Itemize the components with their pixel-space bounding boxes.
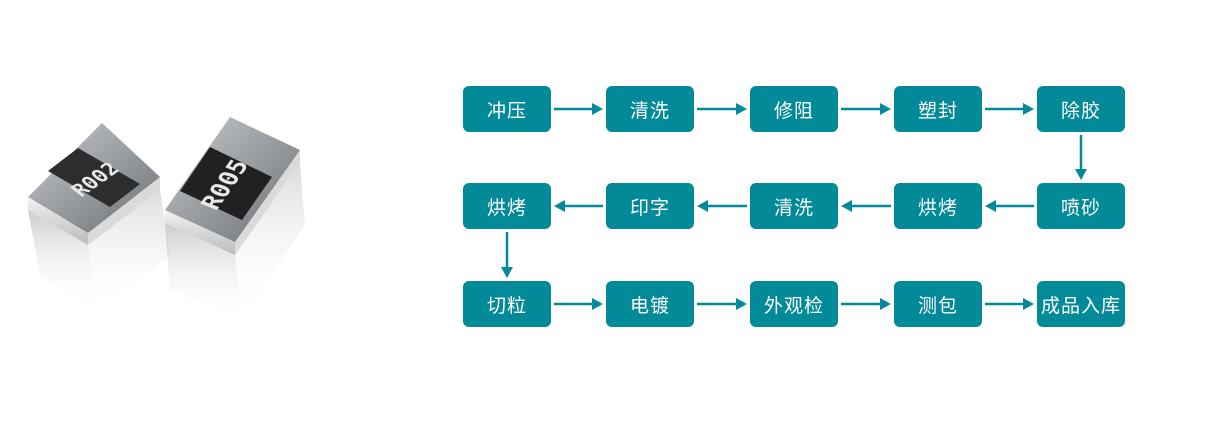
arrow-r0-0-to-1 [554,103,603,115]
arrow-r1-2-to-1 [697,200,747,212]
step-r2-c0: 切粒 [463,281,551,327]
arrow-r0-1-to-2 [697,103,747,115]
arrow-r2-1-to-2 [697,298,747,310]
step-r0-c4: 除胶 [1037,86,1125,132]
arrow-r2-0-to-1 [554,298,603,310]
step-r2-c2: 外观检 [750,281,838,327]
arrow-down-right [1075,135,1087,180]
step-r0-c3: 塑封 [894,86,982,132]
step-r2-c3: 测包 [894,281,982,327]
arrow-r2-2-to-3 [841,298,891,310]
step-r0-c1: 清洗 [606,86,694,132]
arrow-r0-3-to-4 [985,103,1034,115]
step-r2-c1: 电镀 [606,281,694,327]
step-r0-c0: 冲压 [463,86,551,132]
step-r0-c2: 修阻 [750,86,838,132]
step-r1-c3: 烘烤 [894,183,982,229]
step-r2-c4: 成品入库 [1037,281,1125,327]
arrow-down-left [501,232,513,278]
arrow-r2-3-to-4 [985,298,1034,310]
step-r1-c4: 喷砂 [1037,183,1125,229]
resistor-chip-right: R005 [165,117,305,320]
resistor-chips-photo: R002 R005 [28,117,305,320]
arrow-r1-4-to-3 [985,200,1034,212]
arrow-r1-3-to-2 [841,200,891,212]
step-r1-c0: 烘烤 [463,183,551,229]
step-r1-c1: 印字 [606,183,694,229]
step-r1-c2: 清洗 [750,183,838,229]
arrow-r1-1-to-0 [554,200,603,212]
arrow-r0-2-to-3 [841,103,891,115]
resistor-chip-left: R002 [28,123,170,310]
